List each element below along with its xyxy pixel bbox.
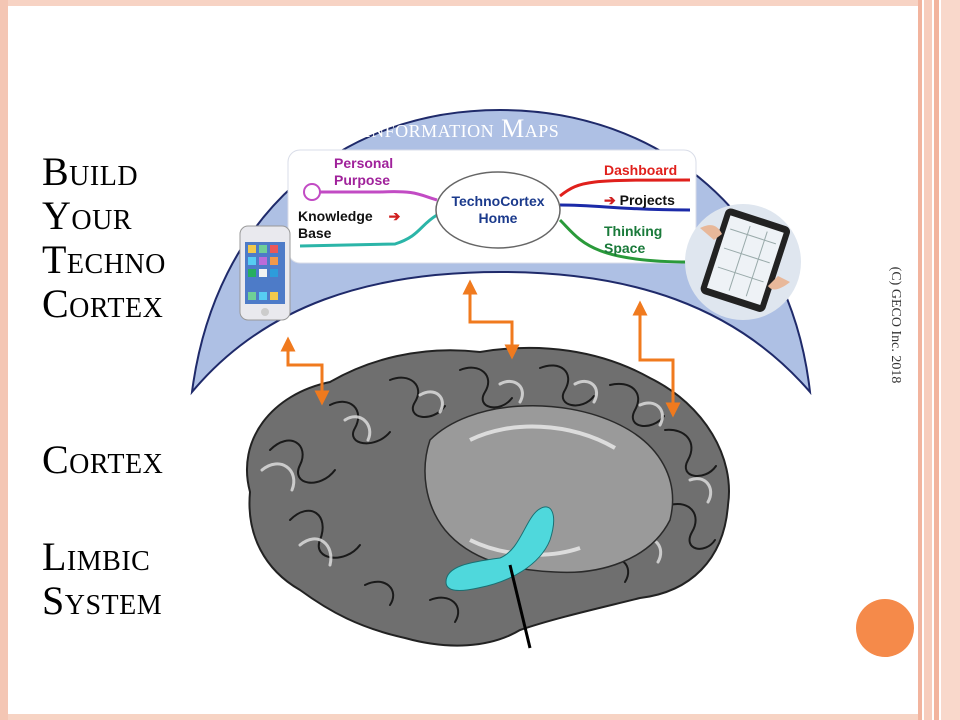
pointer-line: [508, 564, 532, 649]
slide-frame-bottom: [8, 714, 920, 720]
node-thinking-space[interactable]: Thinking Space: [604, 223, 663, 256]
tablet-icon: [685, 204, 801, 320]
slide-frame-top: [8, 0, 920, 6]
copyright-notice: (C) GECO Inc. 2018: [888, 266, 903, 384]
arrow-center: [462, 279, 520, 360]
branch-end-node: [303, 183, 321, 201]
arrow-icon: ➔: [388, 208, 401, 224]
node-dashboard[interactable]: Dashboard: [604, 162, 678, 178]
cortex-label: Cortex: [42, 437, 164, 482]
technocortex-home-node: [435, 171, 561, 249]
brain-illustration: [245, 346, 730, 649]
node-knowledge-base[interactable]: Knowledge➔ Base: [298, 208, 401, 241]
decorative-circle: [856, 599, 914, 657]
arrow-left: [280, 336, 330, 406]
information-maps-title: Information Maps: [362, 114, 560, 143]
smartphone-icon: [239, 225, 291, 321]
slide-frame-stripes: [918, 0, 960, 720]
node-projects[interactable]: ➔ Projects: [604, 192, 675, 208]
limbic-system-label: Limbic System: [42, 534, 163, 623]
limbic-system-highlight: [445, 506, 554, 591]
connection-arrows: [280, 279, 681, 418]
arrow-icon: ➔: [604, 192, 616, 208]
mind-map-branches: [299, 178, 691, 264]
node-personal-purpose[interactable]: Personal Purpose: [334, 155, 394, 188]
slide-title: Build Your Techno Cortex: [42, 149, 166, 326]
arrow-right: [632, 300, 681, 418]
node-technocortex-home[interactable]: TechnoCortex Home: [451, 193, 545, 226]
slide-frame-left: [0, 0, 8, 720]
